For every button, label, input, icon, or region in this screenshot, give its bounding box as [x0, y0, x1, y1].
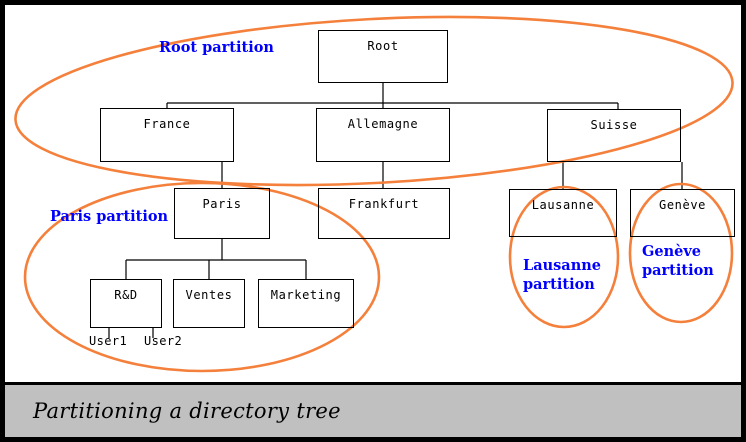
leaf-label-user1: User1 — [89, 334, 128, 348]
tree-node-label-marketing: Marketing — [270, 288, 342, 302]
partition-shape-group — [14, 15, 734, 373]
root-partition-ellipse — [14, 15, 734, 187]
tree-node-marketing[interactable]: Marketing — [258, 279, 354, 328]
tree-node-label-allemagne: Allemagne — [347, 117, 419, 131]
connector-group — [108, 83, 683, 338]
paris-partition-label: Paris partition — [50, 208, 169, 225]
tree-node-root[interactable]: Root — [318, 30, 448, 83]
tree-node-allemagne[interactable]: Allemagne — [316, 108, 450, 162]
tree-node-label-suisse: Suisse — [590, 118, 638, 132]
leaf-label-user2: User2 — [144, 334, 183, 348]
geneve-partition-ellipse — [628, 182, 734, 324]
root-partition-label: Root partition — [159, 39, 274, 56]
tree-node-lausanne[interactable]: Lausanne — [509, 189, 617, 237]
geneve-partition-label: Genève partition — [642, 243, 714, 279]
tree-node-ventes[interactable]: Ventes — [173, 279, 245, 328]
tree-node-geneve[interactable]: Genève — [630, 189, 735, 237]
tree-node-frankfurt[interactable]: Frankfurt — [318, 188, 450, 239]
tree-node-label-rd: R&D — [114, 288, 138, 302]
tree-node-rd[interactable]: R&D — [90, 279, 162, 328]
tree-node-label-frankfurt: Frankfurt — [348, 197, 420, 211]
tree-node-label-geneve: Genève — [659, 198, 706, 212]
tree-node-label-root: Root — [367, 39, 399, 53]
tree-node-label-lausanne: Lausanne — [531, 198, 595, 212]
tree-node-label-france: France — [143, 117, 191, 131]
lausanne-partition-ellipse — [508, 185, 620, 329]
diagram-vector-layer — [14, 15, 734, 373]
tree-node-label-ventes: Ventes — [185, 288, 233, 302]
paris-partition-ellipse — [23, 181, 381, 373]
tree-node-paris[interactable]: Paris — [174, 188, 270, 239]
figure-caption: Partitioning a directory tree — [33, 399, 341, 423]
tree-node-label-paris: Paris — [202, 197, 242, 211]
caption-bar: Partitioning a directory tree — [5, 382, 741, 437]
tree-node-suisse[interactable]: Suisse — [547, 109, 681, 162]
lausanne-partition-label: Lausanne partition — [523, 257, 602, 293]
tree-node-france[interactable]: France — [100, 108, 234, 162]
